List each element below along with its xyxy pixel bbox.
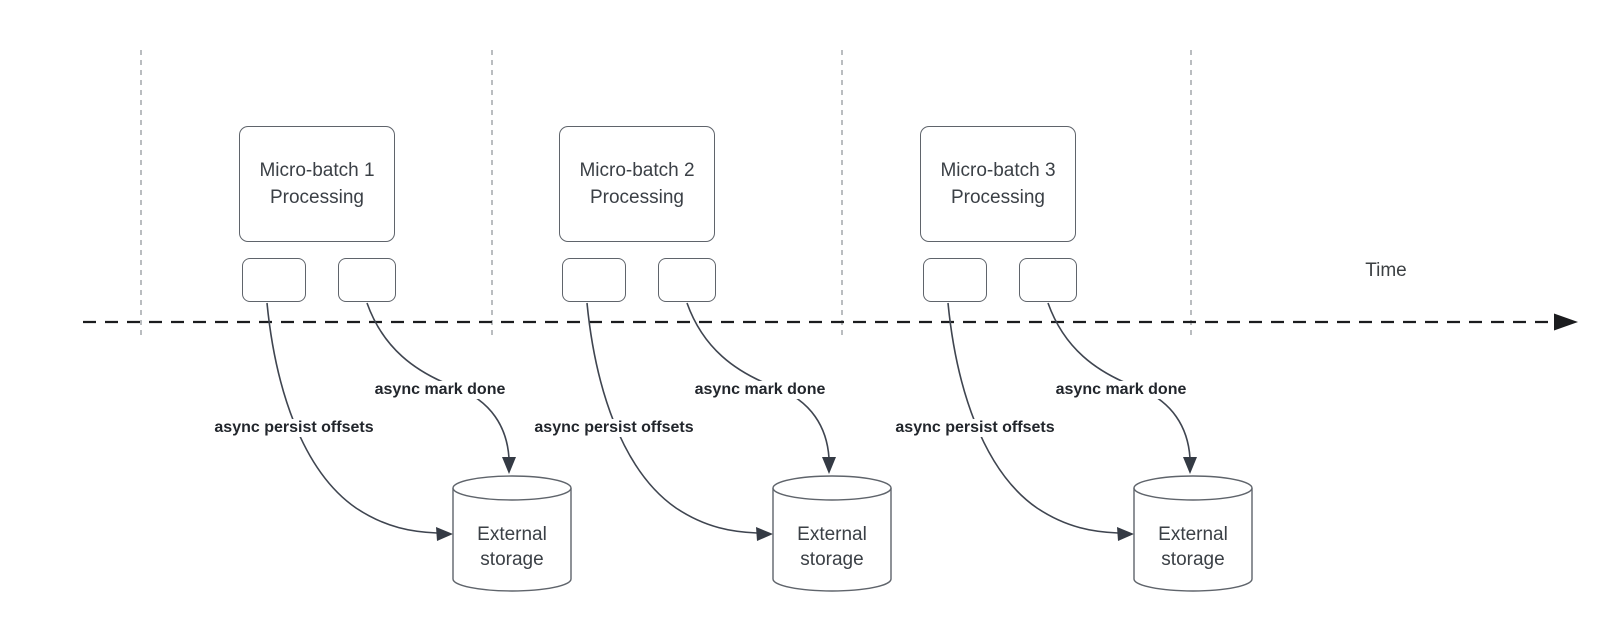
time-axis-label: Time: [1365, 260, 1407, 281]
cylinder-top: [452, 475, 572, 501]
persist-offsets-arrowhead-icon: [1117, 527, 1134, 541]
offset-task-box: [923, 258, 987, 302]
micro-batch-processing-box: Micro-batch 1 Processing: [239, 126, 395, 242]
cylinder-top: [772, 475, 892, 501]
external-storage-label: External storage: [1158, 524, 1228, 570]
external-storage-cylinder: External storage: [452, 475, 572, 593]
mark-done-arrowhead-icon: [502, 457, 516, 474]
external-storage-cylinder: External storage: [1133, 475, 1253, 593]
done-task-box: [1019, 258, 1077, 302]
async-mark-done-label: async mark done: [692, 381, 828, 399]
micro-batch-processing-box: Micro-batch 2 Processing: [559, 126, 715, 242]
cylinder-body: [1133, 488, 1253, 592]
micro-batch-2-group: Micro-batch 2 Processing async persist o…: [521, 0, 901, 642]
offset-task-box: [562, 258, 626, 302]
external-storage-label: External storage: [797, 524, 867, 570]
cylinder-body: [772, 488, 892, 592]
done-task-box: [338, 258, 396, 302]
time-axis-arrowhead-icon: [1554, 313, 1578, 331]
mark-done-arrowhead-icon: [1183, 457, 1197, 474]
async-persist-offsets-label: async persist offsets: [212, 419, 376, 437]
async-mark-done-label: async mark done: [1053, 381, 1189, 399]
micro-batch-3-group: Micro-batch 3 Processing async persist o…: [882, 0, 1262, 642]
persist-offsets-arrowhead-icon: [756, 527, 773, 541]
async-persist-offsets-label: async persist offsets: [532, 419, 696, 437]
persist-offsets-arrow: [586, 302, 758, 534]
async-mark-done-label: async mark done: [372, 381, 508, 399]
cylinder-body: [452, 488, 572, 592]
persist-offsets-arrow: [266, 302, 438, 534]
offset-task-box: [242, 258, 306, 302]
persist-offsets-arrowhead-icon: [436, 527, 453, 541]
micro-batch-processing-box: Micro-batch 3 Processing: [920, 126, 1076, 242]
cylinder-top: [1133, 475, 1253, 501]
external-storage-label: External storage: [477, 524, 547, 570]
external-storage-cylinder: External storage: [772, 475, 892, 593]
persist-offsets-arrow: [947, 302, 1119, 534]
done-task-box: [658, 258, 716, 302]
mark-done-arrowhead-icon: [822, 457, 836, 474]
async-persist-offsets-label: async persist offsets: [893, 419, 1057, 437]
